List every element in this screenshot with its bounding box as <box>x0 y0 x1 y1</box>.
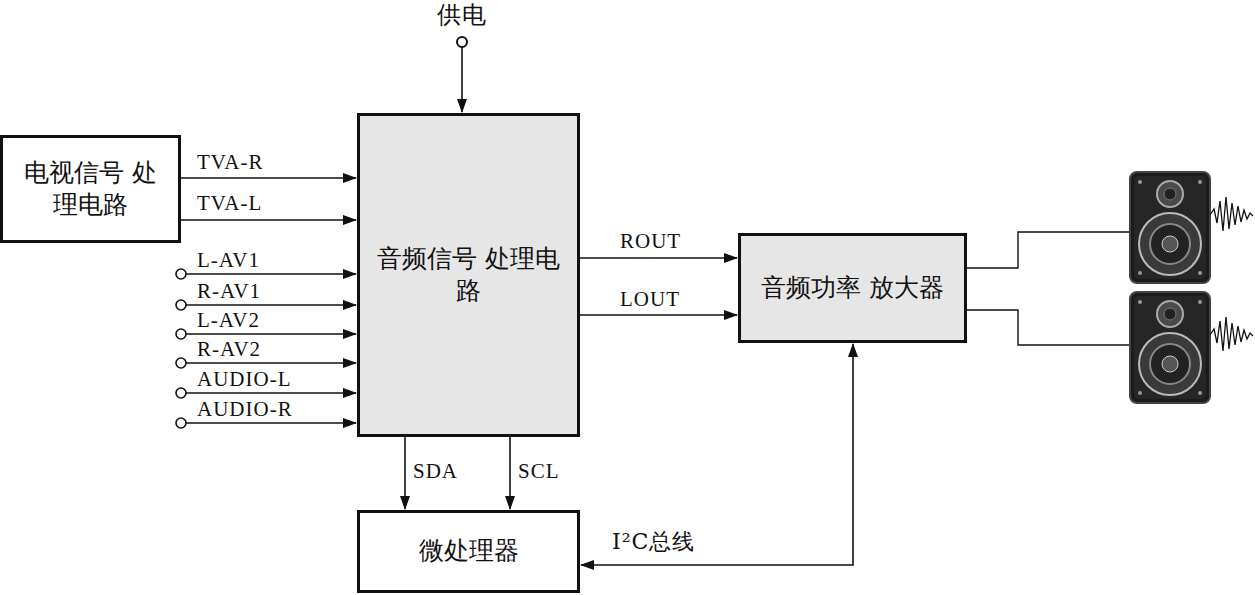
node-label: 音频信号 处理电路 <box>377 243 560 308</box>
signal-connector <box>181 177 356 179</box>
process-box: 电视信号 处理电路 <box>0 135 181 243</box>
amplifier-block: 音频功率 放大器 <box>738 233 967 343</box>
signal-connector <box>404 437 406 509</box>
signal-connector <box>580 257 737 259</box>
node-label: 音频功率 放大器 <box>761 272 944 305</box>
signal-name: LOUT <box>620 288 680 311</box>
signal-name: L-AV1 <box>197 249 260 272</box>
speaker-wires <box>967 232 1132 345</box>
signal-name: L-AV2 <box>197 309 260 332</box>
processor-block: 音频信号 处理电路 <box>357 113 580 437</box>
power-terminal <box>457 37 467 112</box>
signal-name: AUDIO-L <box>197 368 291 391</box>
input-terminals <box>176 269 356 428</box>
signal-name: ROUT <box>620 230 681 253</box>
node-label: 电视信号 处理电路 <box>20 157 161 222</box>
signal-connector <box>580 314 737 316</box>
signal-name: SDA <box>413 460 458 483</box>
speaker-symbol <box>1130 172 1253 283</box>
signal-name: TVA-R <box>197 151 263 174</box>
signal-name: R-AV2 <box>197 338 261 361</box>
signal-name: R-AV1 <box>197 280 261 303</box>
signal-name: SCL <box>518 460 560 483</box>
bus-label: I²C总线 <box>612 530 695 554</box>
signal-connector <box>181 219 356 221</box>
signal-connector <box>509 437 511 509</box>
power-label: 供电 <box>437 2 487 28</box>
signal-name: AUDIO-R <box>197 398 293 421</box>
signal-connector <box>581 344 853 565</box>
speaker-symbol <box>1130 292 1253 403</box>
signal-name: TVA-L <box>197 192 262 215</box>
node-label: 微处理器 <box>419 535 519 568</box>
mcu-box: 微处理器 <box>357 510 580 593</box>
